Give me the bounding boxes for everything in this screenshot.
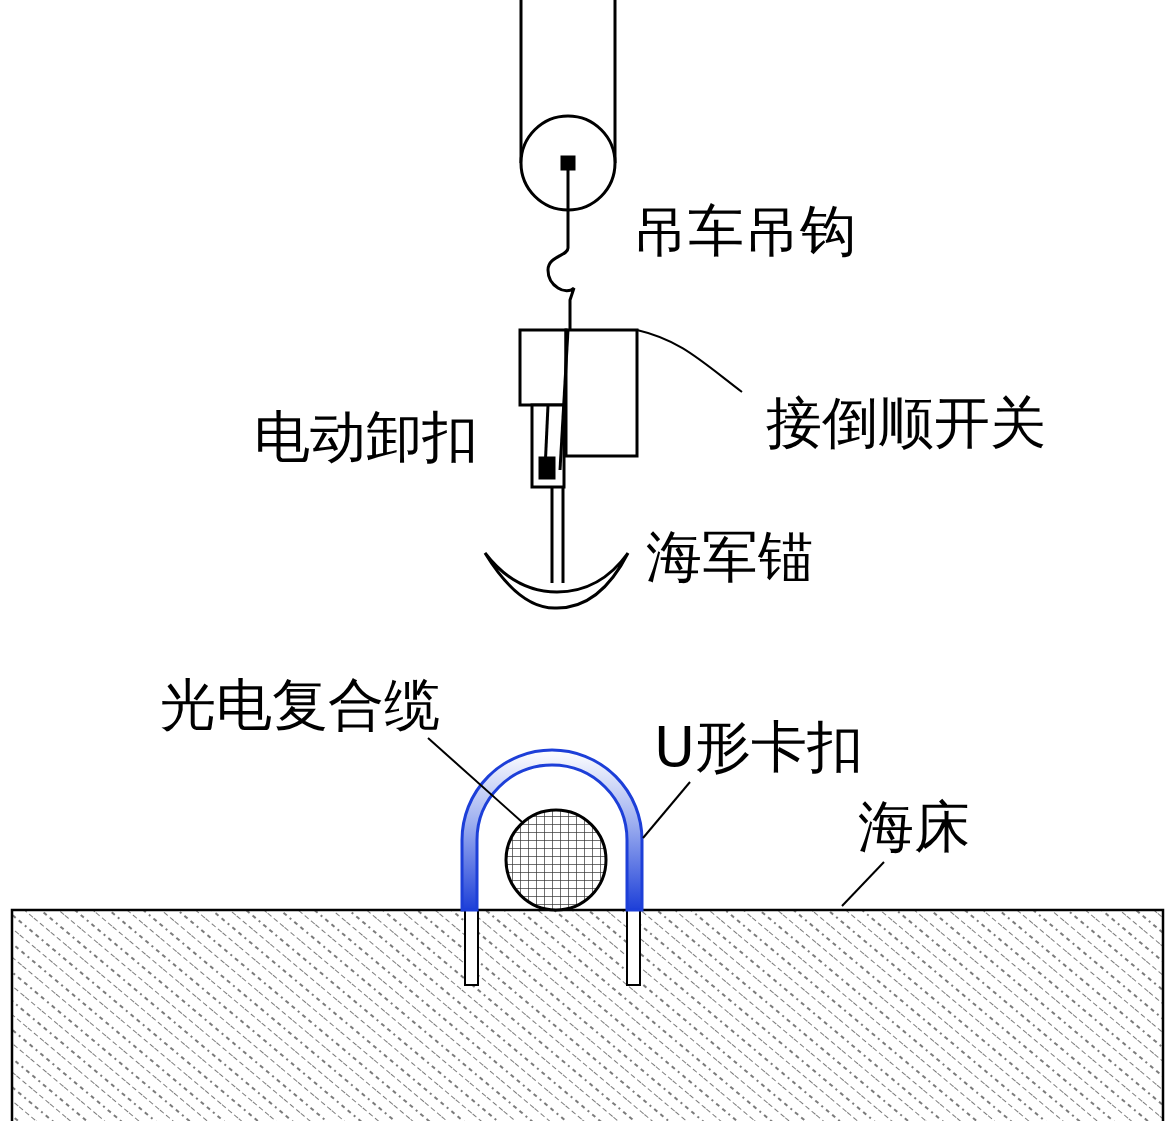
navy-anchor: [485, 487, 628, 608]
u-clamp: [462, 750, 642, 910]
crane-hook: [521, 0, 615, 330]
callout-label: 吊车吊钩: [632, 200, 856, 262]
callout-label: U形卡扣: [654, 716, 863, 778]
callout-label: 海床: [858, 796, 970, 858]
composite-cable: [506, 810, 606, 910]
u-clamp-legs: [465, 910, 640, 985]
electric-shackle: [520, 330, 637, 487]
seabed: [12, 910, 1163, 1121]
callout-label: 海军锚: [646, 526, 814, 588]
callout-label: 光电复合缆: [160, 674, 440, 736]
callout-label: 电动卸扣: [254, 406, 478, 468]
leader-line: [637, 330, 742, 392]
callout-label: 接倒顺开关: [766, 392, 1046, 454]
